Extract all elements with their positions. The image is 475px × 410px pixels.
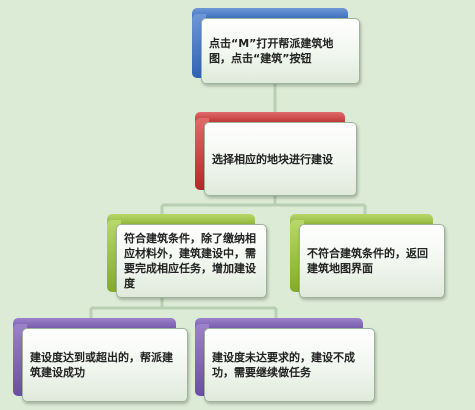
node-text: 符合建筑条件，除了缴纳相应材料外，建筑建设中，需要完成相应任务，增加建设度 bbox=[124, 232, 256, 290]
node-card: 符合建筑条件，除了缴纳相应材料外，建筑建设中，需要完成相应任务，增加建设度 bbox=[116, 224, 267, 298]
node-text: 选择相应的地块进行建设 bbox=[212, 152, 333, 166]
node-select-plot: 选择相应的地块进行建设 bbox=[195, 112, 357, 196]
node-build-fail: 建设度未达要求的，建设不成功，需要继续做任务 bbox=[195, 318, 375, 402]
node-build-success: 建设度达到或超出的，帮派建筑建设成功 bbox=[13, 318, 188, 402]
node-card: 不符合建筑条件的，返回建筑地图界面 bbox=[299, 224, 445, 298]
node-text: 建设度未达要求的，建设不成功，需要继续做任务 bbox=[212, 351, 355, 379]
node-card: 点击“M”打开帮派建筑地图，点击“建筑”按钮 bbox=[201, 18, 360, 84]
node-text: 不符合建筑条件的，返回建筑地图界面 bbox=[307, 247, 428, 275]
node-open-building-map: 点击“M”打开帮派建筑地图，点击“建筑”按钮 bbox=[192, 8, 360, 84]
node-not-meet-conditions: 不符合建筑条件的，返回建筑地图界面 bbox=[290, 214, 445, 298]
node-card: 选择相应的地块进行建设 bbox=[204, 122, 357, 196]
node-text: 点击“M”打开帮派建筑地图，点击“建筑”按钮 bbox=[209, 37, 334, 65]
connectors bbox=[89, 84, 367, 318]
node-card: 建设度未达要求的，建设不成功，需要继续做任务 bbox=[204, 328, 375, 402]
node-text: 建设度达到或超出的，帮派建筑建设成功 bbox=[30, 351, 173, 379]
node-card: 建设度达到或超出的，帮派建筑建设成功 bbox=[22, 328, 188, 402]
node-meet-conditions: 符合建筑条件，除了缴纳相应材料外，建筑建设中，需要完成相应任务，增加建设度 bbox=[107, 214, 267, 298]
